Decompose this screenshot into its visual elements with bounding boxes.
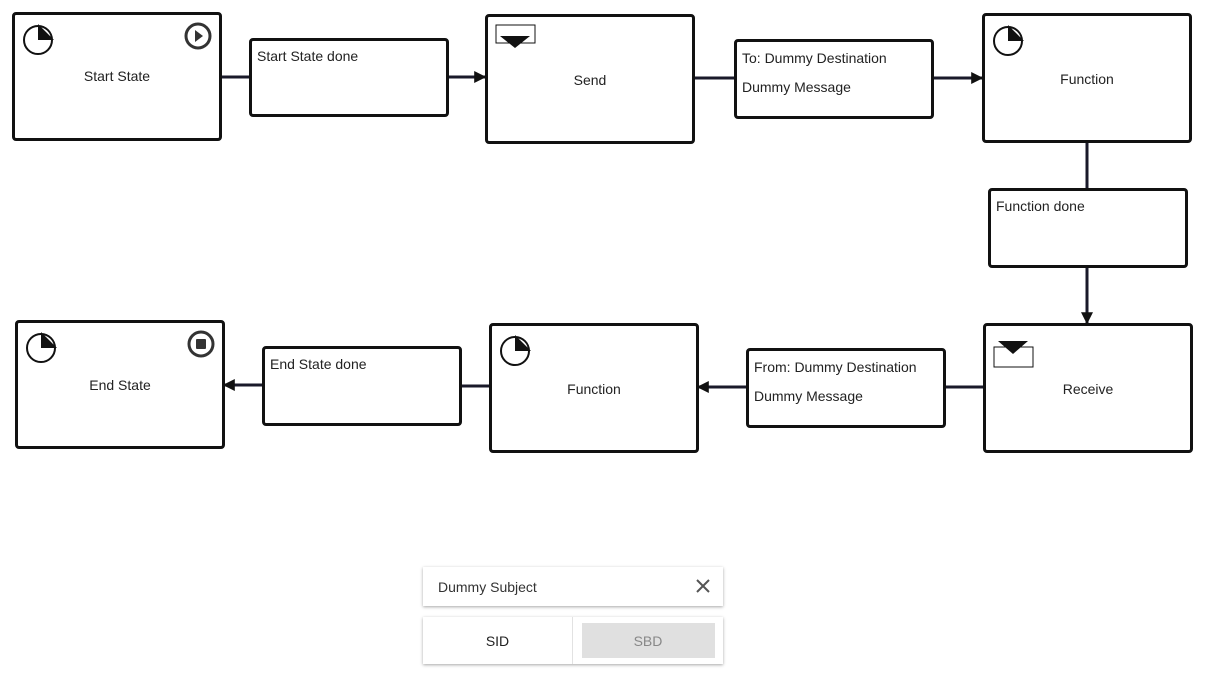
state-label: Send <box>573 72 607 88</box>
sbd-view-label: SBD <box>633 632 663 649</box>
start-play-icon <box>184 22 212 50</box>
state-send[interactable]: Send <box>485 14 695 144</box>
transition-label: Dummy Message <box>742 79 851 95</box>
function-state-icon <box>23 24 54 55</box>
transition-receive-to-function[interactable]: From: Dummy Destination Dummy Message <box>746 348 946 428</box>
state-end[interactable]: End State <box>15 320 225 449</box>
transition-function-to-receive[interactable]: Function done <box>988 188 1188 268</box>
end-stop-icon <box>187 330 215 358</box>
function-state-icon <box>26 332 57 363</box>
subject-panel: Dummy Subject <box>423 567 723 606</box>
state-function-2[interactable]: Function <box>489 323 699 453</box>
transition-label: From: Dummy Destination <box>754 359 917 375</box>
send-message-icon <box>495 24 536 48</box>
state-label: Start State <box>83 68 151 84</box>
transition-start-to-send[interactable]: Start State done <box>249 38 449 117</box>
state-label: Receive <box>1062 381 1114 397</box>
sbd-view-button[interactable]: SBD <box>573 617 723 664</box>
process-diagram-connectors <box>221 71 1093 393</box>
state-label: End State <box>89 377 151 393</box>
close-icon[interactable] <box>693 576 713 596</box>
subject-name: Dummy Subject <box>438 579 537 595</box>
state-label: Function <box>567 381 621 397</box>
function-state-icon <box>500 335 531 366</box>
state-receive[interactable]: Receive <box>983 323 1193 453</box>
view-toggle: SID SBD <box>423 617 723 664</box>
transition-label: Start State done <box>257 48 359 64</box>
transition-label: Dummy Message <box>754 388 863 404</box>
receive-message-icon <box>993 341 1034 368</box>
state-function-1[interactable]: Function <box>982 13 1192 143</box>
sid-view-button[interactable]: SID <box>423 617 573 664</box>
transition-label: To: Dummy Destination <box>742 50 887 66</box>
state-start[interactable]: Start State <box>12 12 222 141</box>
state-label: Function <box>1060 71 1114 87</box>
transition-label: Function done <box>996 198 1085 214</box>
function-state-icon <box>993 25 1024 56</box>
transition-send-to-function[interactable]: To: Dummy Destination Dummy Message <box>734 39 934 119</box>
transition-label: End State done <box>270 356 367 372</box>
sid-view-label: SID <box>485 632 510 649</box>
transition-function-to-end[interactable]: End State done <box>262 346 462 426</box>
